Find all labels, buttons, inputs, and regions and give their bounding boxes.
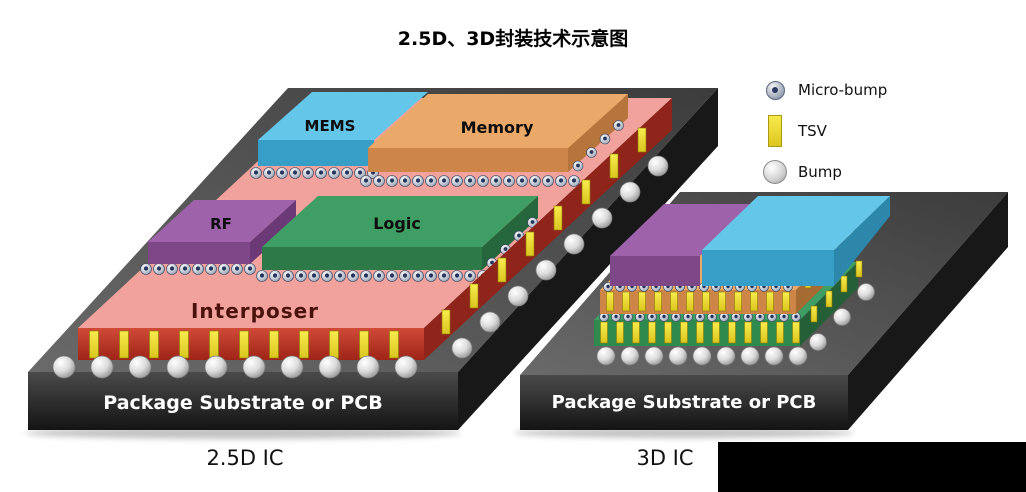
tsv-row-interposer-side	[441, 127, 647, 335]
bump-row-front-3d	[596, 346, 808, 366]
blue-chip-side	[834, 196, 890, 286]
bump-row-front-25d	[52, 355, 418, 379]
tsv-row-orange-front	[606, 291, 790, 312]
mems-label: MEMS	[305, 117, 356, 135]
microbump-row-logic	[256, 270, 489, 282]
microbump-row-memory	[360, 175, 580, 187]
microbump-row-mems	[250, 167, 379, 179]
legend-item-micro-bump: Micro-bump	[762, 76, 887, 104]
logic-label: Logic	[373, 214, 421, 233]
blue-chip-front	[702, 250, 834, 286]
substrate-side-3d	[848, 192, 1008, 430]
microbump-row-rf	[140, 263, 256, 275]
substrate-label-25d: Package Substrate or PCB	[103, 392, 382, 414]
microbump-row-memory-side	[572, 120, 624, 172]
legend-label-bump: Bump	[798, 163, 842, 181]
diagram-2-5d: Package Substrate or PCB MEMS Memory RF …	[25, 88, 718, 439]
logic-chip-front	[262, 247, 482, 270]
page-title: 2.5D、3D封装技术示意图	[397, 28, 629, 50]
tsv-row-green-side	[810, 260, 863, 323]
legend: Micro-bump TSV Bump	[762, 76, 887, 186]
memory-chip-front	[368, 148, 568, 172]
interposer-front	[78, 328, 424, 360]
mems-chip-top	[258, 92, 428, 140]
legend-item-bump: Bump	[762, 158, 887, 186]
rf-label: RF	[210, 215, 232, 233]
blue-chip-top	[702, 196, 890, 250]
tsv-icon	[768, 115, 782, 147]
tsv-row-green-front	[600, 321, 800, 344]
micro-bump-icon	[765, 80, 785, 100]
rf-chip-top	[148, 200, 296, 242]
rf-chip-front	[148, 242, 250, 264]
tsv-row-interposer-front	[89, 330, 399, 359]
bottom-right-black-block	[718, 442, 1026, 492]
purple-chip-top	[610, 204, 754, 256]
logic-chip-side	[482, 196, 538, 270]
purple-chip-front	[610, 256, 700, 286]
memory-chip-top	[368, 94, 628, 148]
memory-label: Memory	[461, 118, 534, 137]
shadow	[514, 428, 854, 438]
bump-row-side-25d	[451, 155, 669, 359]
mems-chip-front	[258, 140, 374, 166]
interposer-label: Interposer	[191, 299, 319, 323]
legend-label-tsv: TSV	[798, 122, 827, 140]
memory-chip-side	[568, 94, 628, 172]
bump-row-side-3d	[809, 283, 875, 351]
bump-icon	[763, 160, 787, 184]
caption-3d-ic: 3D IC	[636, 446, 694, 470]
substrate-front-25d	[28, 372, 458, 430]
substrate-label-3d: Package Substrate or PCB	[552, 392, 817, 413]
logic-chip-top	[262, 196, 538, 247]
substrate-front-3d	[520, 375, 848, 430]
caption-2-5d-ic: 2.5D IC	[206, 446, 284, 470]
legend-label-micro-bump: Micro-bump	[798, 81, 888, 99]
rf-chip-side	[250, 200, 296, 264]
orange-die-front	[600, 290, 796, 314]
diagram-3d: Package Substrate or PCB	[514, 192, 1008, 438]
legend-item-tsv: TSV	[762, 115, 887, 147]
microbump-row-green-orange	[599, 312, 801, 322]
